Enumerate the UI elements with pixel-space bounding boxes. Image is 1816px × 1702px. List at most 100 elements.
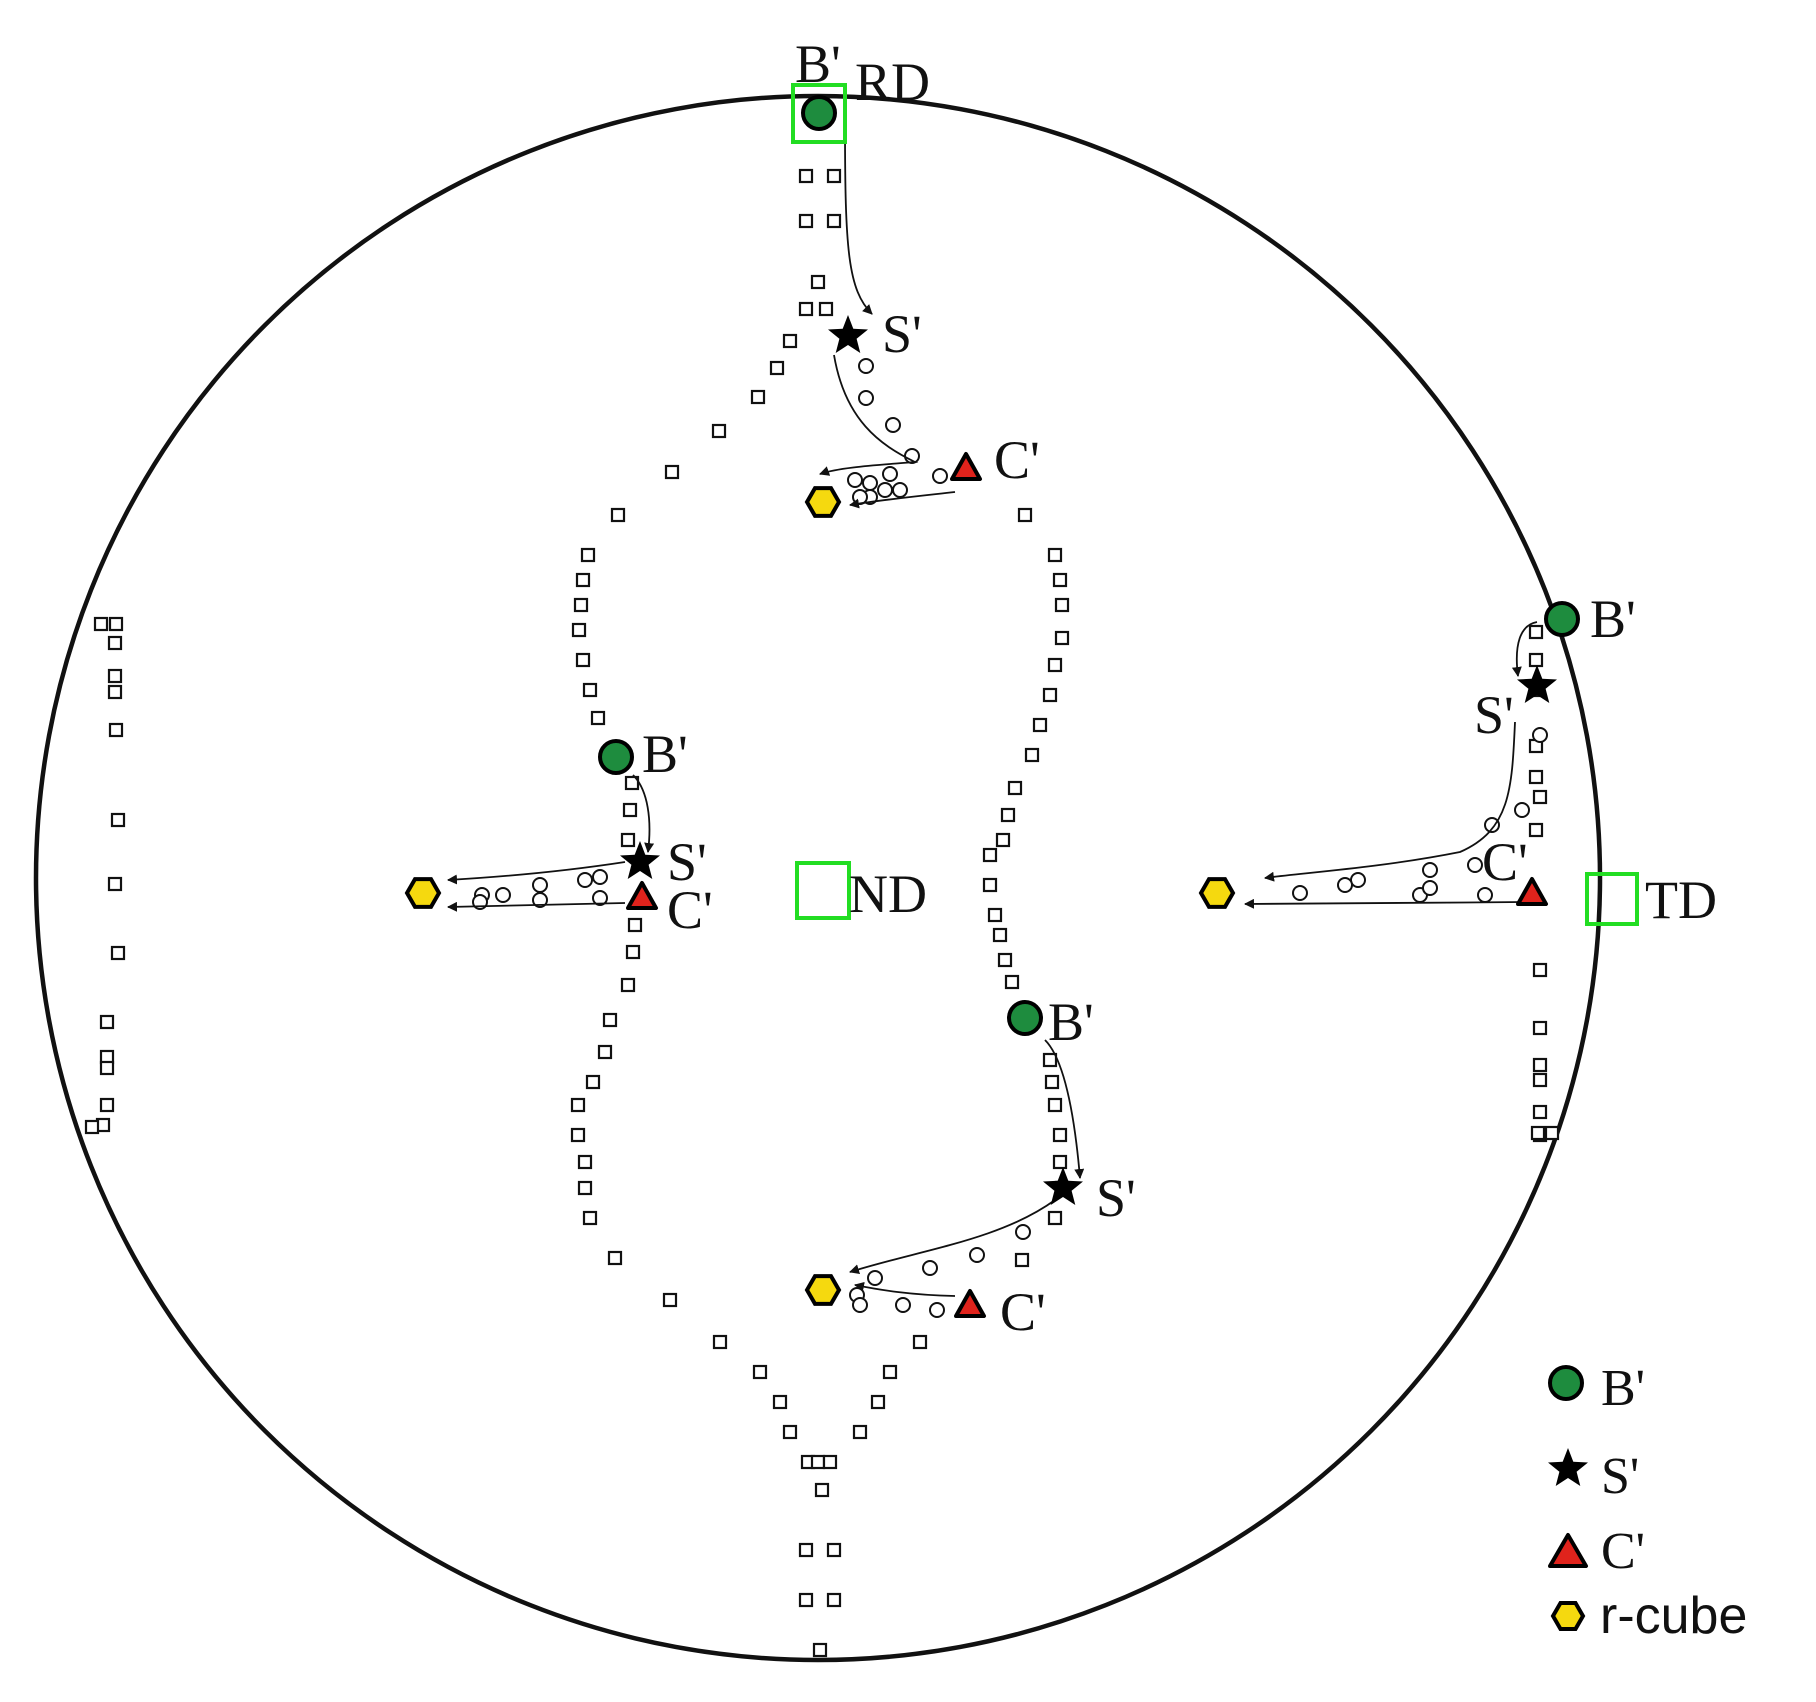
fiber-square (1007, 780, 1023, 796)
fiber-square (1052, 1127, 1068, 1143)
legend-c-prime-icon (1548, 1533, 1588, 1568)
fiber-square (1047, 657, 1063, 673)
fiber-square (577, 1154, 593, 1170)
fiber-square (585, 1074, 601, 1090)
fiber-square (602, 1012, 618, 1028)
rotation-circle (929, 1302, 945, 1318)
fiber-square (814, 1482, 830, 1498)
fiber-square (570, 1097, 586, 1113)
fiber-square (1528, 652, 1544, 668)
fiber-square-markers (84, 168, 1560, 1658)
fiber-square (1528, 624, 1544, 640)
fiber-square (1047, 1210, 1063, 1226)
s-prime-label-right: S' (1474, 685, 1514, 745)
c-prime-label-bottom: C' (1000, 1282, 1046, 1342)
rotation-path-circles (472, 358, 1548, 1318)
fiber-square (107, 635, 123, 651)
rotation-circle (1292, 885, 1308, 901)
b-prime-label-top: B' (795, 34, 841, 94)
rotation-circle (1350, 872, 1366, 888)
fiber-square (769, 360, 785, 376)
fiber-square (624, 775, 640, 791)
fiber-square (982, 847, 998, 863)
fiber-square (798, 1592, 814, 1608)
rotation-circle (1514, 802, 1530, 818)
fiber-square (571, 622, 587, 638)
c-prime-marker (950, 452, 982, 481)
rotation-circle (867, 1270, 883, 1286)
fiber-square (992, 927, 1008, 943)
fiber-square (99, 1014, 115, 1030)
fiber-square (812, 1642, 828, 1658)
fiber-square (93, 616, 109, 632)
b-prime-label-bottom: B' (1048, 992, 1094, 1052)
rotation-circle (877, 482, 893, 498)
fiber-square (826, 1592, 842, 1608)
fiber-square (818, 301, 834, 317)
fiber-square (99, 1060, 115, 1076)
fiber-square (810, 1454, 826, 1470)
c-prime-marker (1516, 877, 1548, 906)
nd-label: ND (849, 864, 927, 924)
fiber-square (575, 572, 591, 588)
fiber-square (580, 547, 596, 563)
fiber-square (1532, 1072, 1548, 1088)
arrow-s-to-r-top-2 (849, 491, 956, 509)
fiber-square (750, 389, 766, 405)
arrow-b-to-s-bottom (1044, 1039, 1085, 1179)
s-prime-marker (828, 315, 868, 353)
fiber-square (1017, 507, 1033, 523)
rotation-circle (858, 390, 874, 406)
fiber-square (826, 213, 842, 229)
reference-direction-boxes (791, 83, 1639, 926)
fiber-square (622, 802, 638, 818)
arrow-b-to-s-right (1511, 621, 1538, 677)
fiber-square (1052, 1154, 1068, 1170)
fiber-square (627, 917, 643, 933)
fiber-square (1014, 1252, 1030, 1268)
rotation-circle (882, 466, 898, 482)
fiber-square (810, 274, 826, 290)
arrow-s-to-r-left-1 (447, 861, 626, 885)
fiber-square (662, 1292, 678, 1308)
fiber-square (1532, 962, 1548, 978)
fiber-square (798, 213, 814, 229)
rotation-circle (1484, 817, 1500, 833)
fiber-square (882, 1364, 898, 1380)
s-prime-label-left: S' (667, 832, 707, 892)
s-prime-marker (620, 841, 660, 879)
fiber-square (625, 944, 641, 960)
rotation-circle (969, 1247, 985, 1263)
rotation-circle (852, 1297, 868, 1313)
arrow-b-to-s-top (844, 124, 873, 315)
fiber-square (798, 301, 814, 317)
rotation-circle (592, 890, 608, 906)
fiber-square (607, 1250, 623, 1266)
r-cube-markers (404, 486, 1236, 1306)
b-prime-marker-right (1544, 601, 1580, 637)
rotation-circle (895, 1297, 911, 1313)
s-prime-markers (620, 315, 1557, 1205)
fiber-square (1054, 597, 1070, 613)
legend-b-prime-label: B' (1601, 1360, 1645, 1417)
fiber-square (1052, 572, 1068, 588)
fiber-square (798, 1542, 814, 1558)
fiber-square (711, 423, 727, 439)
fiber-square (997, 952, 1013, 968)
c-prime-label-left: C' (667, 880, 713, 940)
td-label: TD (1645, 870, 1717, 930)
fiber-square (597, 1044, 613, 1060)
fiber-square (1532, 1104, 1548, 1120)
fiber-square (870, 1394, 886, 1410)
s-prime-marker (1043, 1167, 1083, 1205)
fiber-square (782, 333, 798, 349)
rotation-circle (532, 892, 548, 908)
fiber-square (1000, 807, 1016, 823)
legend: B' S' C' r-cube (1548, 1360, 1747, 1645)
fiber-square (108, 616, 124, 632)
arrow-c-to-r-left-2 (447, 901, 626, 912)
rd-highlight-box (791, 83, 847, 144)
s-prime-label-top: S' (882, 304, 922, 364)
arrow-c-to-r-right-2 (1244, 898, 1526, 909)
